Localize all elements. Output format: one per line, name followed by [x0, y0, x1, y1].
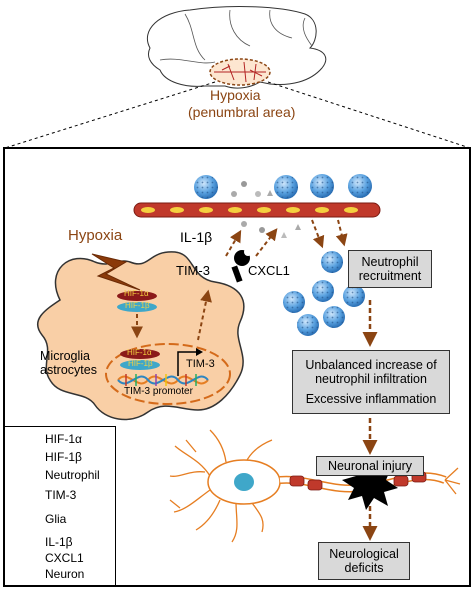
transcription-arrow-icon — [177, 351, 196, 376]
legend-label: HIF-1β — [45, 450, 82, 464]
legend-label: Glia — [45, 512, 67, 526]
legend-label: IL-1β — [45, 535, 73, 549]
promoter-label: TIM-3 promoter — [124, 386, 193, 397]
infiltration-line1: Unbalanced increase of — [305, 358, 437, 372]
arrow-cxcl1-release — [255, 228, 278, 257]
legend-item-il1b: IL-1β — [5, 534, 115, 550]
deficits-line1: Neurological — [329, 547, 399, 561]
legend-item-tim3: TIM-3 — [5, 487, 115, 503]
legend-label: CXCL1 — [45, 551, 84, 565]
recruitment-box: Neutrophil recruitment — [348, 250, 432, 288]
neuron-drawing — [169, 429, 461, 543]
recruitment-line1: Neutrophil — [361, 255, 419, 269]
arrow-tim3-expression — [197, 289, 212, 341]
main-panel — [3, 147, 471, 587]
infiltration-line3: Excessive inflammation — [305, 392, 437, 406]
hypoxia-label: Hypoxia — [68, 227, 123, 244]
legend-label: Neutrophil — [45, 468, 100, 482]
zoom-line-left — [4, 81, 216, 149]
tim3-label: TIM-3 — [176, 263, 210, 278]
hif1b-protein — [117, 302, 157, 312]
infiltration-line2: neutrophil infiltration — [315, 372, 427, 386]
transcription-arrowhead — [196, 348, 203, 356]
hypoxia-bolt-icon — [91, 253, 141, 291]
dna-helix — [117, 374, 209, 386]
brain-title: Hypoxia — [210, 87, 261, 103]
legend-item-hif1a: HIF-1α — [5, 431, 115, 447]
zoom-line-right — [267, 81, 471, 149]
hif1a-nuclear — [120, 349, 160, 359]
injury-text: Neuronal injury — [327, 459, 413, 473]
brain-outline — [147, 6, 327, 89]
legend: HIF-1α HIF-1β Neutrophil TIM-3 Glia IL-1… — [4, 426, 116, 586]
neutrophils-recruited — [283, 251, 365, 336]
legend-label: TIM-3 — [45, 488, 77, 502]
injury-box: Neuronal injury — [316, 456, 424, 476]
arrow-il1b-release — [225, 229, 242, 257]
arrow-vessel-down-2 — [335, 219, 348, 247]
blood-vessel — [133, 202, 381, 218]
legend-label: Neuron — [45, 567, 85, 581]
nucleus — [105, 343, 231, 405]
hif1a-nuclear-label: HIF-1α — [127, 348, 152, 357]
brain-subtitle: (penumbral area) — [188, 104, 296, 120]
cytokine-particles — [231, 181, 301, 238]
hif1b-label: HIF-1β — [125, 301, 150, 310]
cell-label-line2: astrocytes — [40, 363, 97, 377]
deficits-box: Neurological deficits — [318, 542, 410, 580]
legend-item-neutrophil: Neutrophil — [5, 467, 115, 483]
infiltration-box: Unbalanced increase of neutrophil infilt… — [292, 350, 450, 414]
hif1a-label: HIF-1α — [124, 289, 149, 298]
tim3-receptor-icon — [231, 248, 252, 283]
legend-item-cxcl1: CXCL1 — [5, 550, 115, 566]
deficits-line2: deficits — [344, 561, 384, 575]
gene-label: TIM-3 — [186, 358, 215, 370]
legend-item-glia: Glia — [5, 511, 115, 527]
legend-item-neuron: Neuron — [5, 566, 115, 582]
legend-item-hif1b: HIF-1β — [5, 449, 115, 465]
arrow-vessel-down-1 — [311, 219, 325, 249]
il1b-label: IL-1β — [180, 229, 213, 245]
recruitment-line2: recruitment — [358, 269, 422, 283]
cxcl1-label: CXCL1 — [248, 263, 290, 278]
neutrophils-in-vessel — [194, 174, 372, 199]
hif1b-nuclear — [120, 360, 160, 370]
hif1b-nuclear-label: HIF-1β — [128, 359, 153, 368]
hif1a-protein — [117, 291, 157, 301]
legend-label: HIF-1α — [45, 432, 82, 446]
cell-label-line1: Microglia — [40, 349, 91, 363]
